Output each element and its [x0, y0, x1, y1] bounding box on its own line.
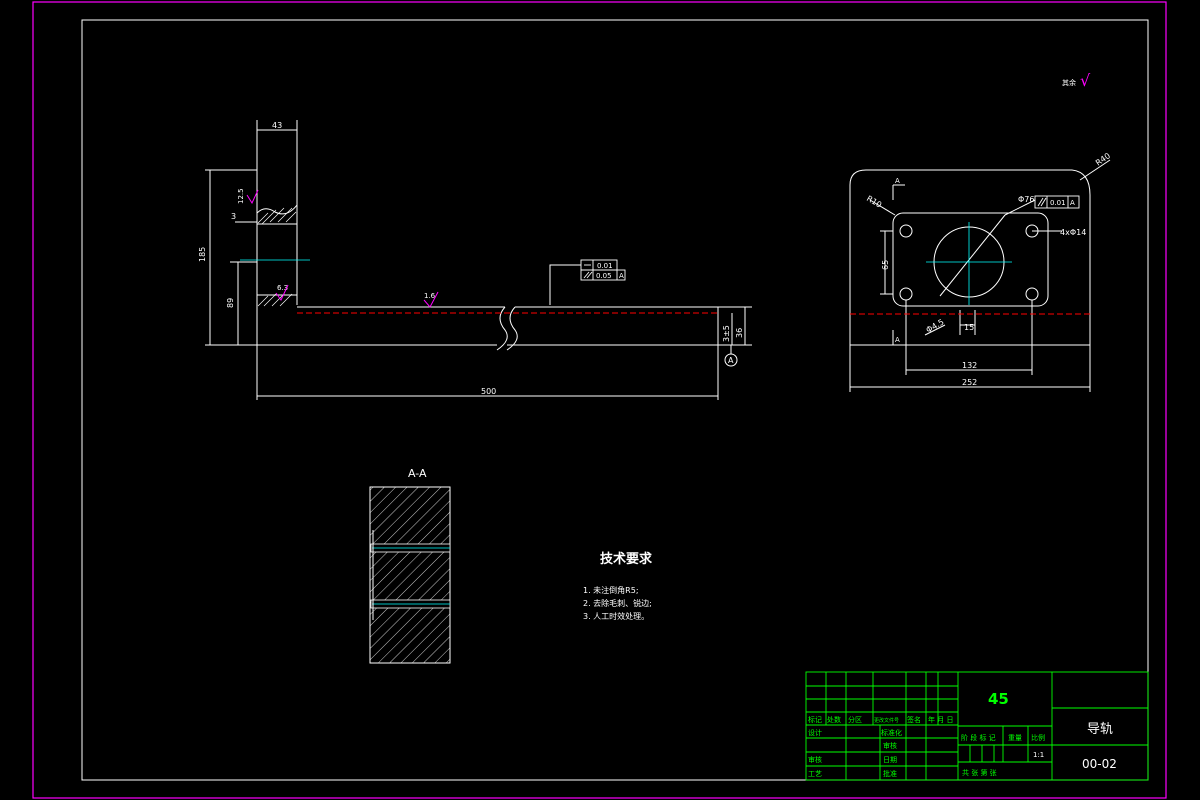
stage-mark: 阶 段 标 记 — [961, 733, 996, 742]
offset-dim: 15 — [964, 323, 974, 332]
dim-right-b: 36 — [735, 328, 744, 338]
row-audit: 审核 — [883, 741, 897, 750]
material: 45 — [988, 690, 1009, 708]
holes-callout: 4xΦ14 — [1060, 228, 1086, 237]
header-mark: 标记 — [808, 715, 822, 724]
row-design: 设计 — [808, 728, 822, 737]
side-tolerance-frame — [1034, 195, 1080, 209]
dim-total-height: 185 — [198, 247, 207, 262]
drawing-number: 00-02 — [1082, 757, 1117, 771]
scale-value: 1:1 — [1033, 751, 1044, 759]
front-view — [205, 120, 752, 400]
dim-right-a: 3±5 — [722, 325, 731, 342]
corner-roughness-note: 其余 √ — [1062, 71, 1091, 90]
row-process: 工艺 — [808, 770, 822, 778]
technical-notes: 技术要求 1. 未注倒角R5; 2. 去除毛刺、锐边; 3. 人工时效处理。 — [583, 551, 653, 621]
ratio-label: 比例 — [1031, 733, 1045, 742]
roughness-a-icon — [246, 189, 259, 205]
datum-symbol: A — [724, 345, 738, 367]
section-view: A-A — [369, 467, 451, 664]
dim-lower-height: 89 — [226, 298, 235, 308]
header-count: 处数 — [827, 715, 841, 724]
header-date: 年 月 日 — [928, 715, 953, 724]
header-change: 更改文件号 — [874, 717, 899, 724]
hole-span: 132 — [962, 361, 977, 370]
row-date: 日期 — [883, 756, 897, 764]
front-roughness: 12.5 6.3 1.6 — [237, 188, 439, 308]
roughness-b-label: 6.3 — [277, 284, 288, 292]
row-approve: 批准 — [883, 769, 897, 778]
row-standard: 标准化 — [881, 728, 902, 737]
front-view-dimensions: 43 185 89 500 3 3±5 36 — [198, 121, 744, 396]
note-2: 2. 去除毛刺、锐边; — [583, 598, 652, 608]
row-review: 审核 — [808, 755, 822, 764]
section-title: A-A — [408, 467, 427, 480]
dim-side: 3 — [231, 212, 236, 221]
hole-dia: Φ4.5 — [925, 317, 946, 334]
roughness-a-label: 12.5 — [237, 188, 245, 204]
roughness-icon: √ — [1080, 71, 1091, 90]
flatness-value: 0.01 — [597, 262, 613, 270]
part-name: 导轨 — [1087, 722, 1113, 737]
side-parallelism-value: 0.01 — [1050, 199, 1066, 207]
roughness-c-label: 1.6 — [424, 292, 436, 300]
inner-frame — [81, 19, 1149, 781]
corner-roughness-label: 其余 — [1062, 78, 1076, 87]
header-sign: 签名 — [907, 715, 921, 724]
side-view-dimensions: R40 R10 Φ76 4xΦ14 65 Φ4.5 15 132 252 A A — [865, 151, 1112, 387]
radius-small: R10 — [865, 194, 883, 210]
note-3: 3. 人工时效处理。 — [583, 611, 649, 621]
parallelism-datum: A — [619, 272, 624, 280]
bolt-circle: Φ76 — [1018, 195, 1034, 204]
width-dim: 252 — [962, 378, 977, 387]
notes-heading: 技术要求 — [600, 551, 653, 567]
section-mark-bottom: A — [895, 336, 900, 344]
dim-top: 43 — [272, 121, 282, 130]
title-block — [805, 671, 1149, 781]
roughness-c-icon — [423, 291, 439, 308]
datum-label: A — [728, 356, 734, 365]
height-dim: 65 — [881, 260, 890, 270]
parallelism-value: 0.05 — [596, 272, 612, 280]
side-parallelism-datum: A — [1070, 199, 1075, 207]
title-block-text: 45 导轨 00-02 1:1 标记 处数 分区 更改文件号 签名 年 月 日 … — [808, 690, 1117, 778]
weight-label: 重量 — [1008, 734, 1022, 742]
section-mark-top: A — [895, 177, 900, 185]
outer-frame — [32, 1, 1167, 799]
sheets-label: 共 张 第 张 — [962, 768, 997, 777]
side-view — [849, 159, 1111, 392]
header-zone: 分区 — [848, 715, 862, 724]
note-1: 1. 未注倒角R5; — [583, 585, 639, 595]
side-centerlines — [926, 222, 1012, 305]
roughness-b-icon — [275, 284, 289, 301]
dim-length: 500 — [481, 387, 496, 396]
front-tolerance-frame — [580, 259, 626, 281]
